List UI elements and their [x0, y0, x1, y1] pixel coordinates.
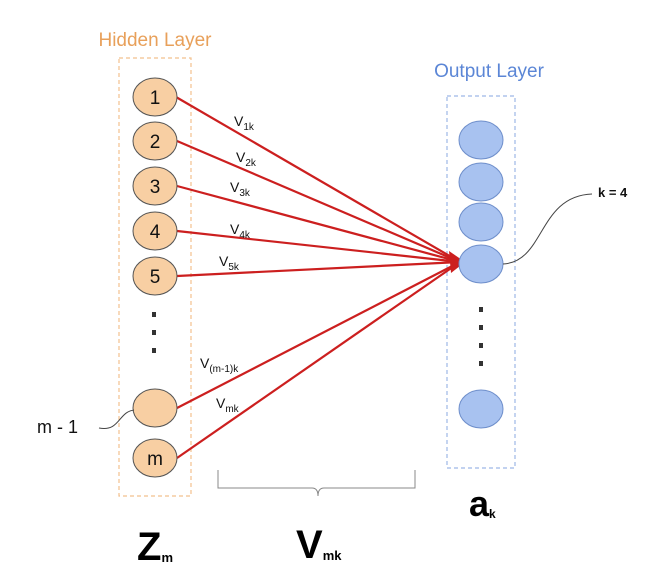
- hidden-layer-title: Hidden Layer: [98, 30, 212, 51]
- output-node-2: [458, 162, 504, 202]
- weight-label-3: V3k: [230, 179, 251, 199]
- bottom-brace: [217, 470, 416, 497]
- edge-3: [176, 184, 461, 264]
- output-nodes: [458, 120, 504, 429]
- output-node-4: [458, 244, 504, 284]
- hidden-node-4-label: 4: [150, 222, 161, 243]
- edge-4: [176, 229, 461, 264]
- hidden-nodes: 1 2 3 4 5 m: [132, 77, 178, 478]
- hidden-node-m: [132, 438, 178, 478]
- hidden-node-2-label: 2: [150, 132, 161, 153]
- hidden-node-1: [132, 77, 178, 117]
- z-m-label: Zm: [137, 525, 173, 569]
- v-mk-label: Vmk: [296, 523, 342, 567]
- weight-label-4: V4k: [230, 221, 251, 241]
- k-callout-leader: [502, 193, 593, 265]
- weight-label-1: V1k: [234, 113, 255, 133]
- output-node-last: [458, 389, 504, 429]
- hidden-node-2: [132, 121, 178, 161]
- hidden-node-m-minus-1: [132, 388, 178, 428]
- output-layer-title: Output Layer: [434, 61, 545, 82]
- hidden-node-4: [132, 211, 178, 251]
- a-k-label: ak: [469, 483, 496, 524]
- m-minus-1-label: m - 1: [37, 417, 78, 437]
- edge-m: [176, 261, 461, 459]
- hidden-node-5: [132, 256, 178, 296]
- hidden-layer-box: [118, 57, 192, 497]
- edge-5: [176, 260, 461, 278]
- hidden-node-1-label: 1: [150, 88, 161, 109]
- hidden-ellipsis: [152, 312, 156, 353]
- edges: [175, 96, 465, 459]
- edge-m-minus-1: [176, 261, 461, 409]
- weight-labels: V1k V2k V3k V4k V5k V(m-1)k Vmk: [200, 113, 257, 415]
- weight-label-5: V5k: [219, 253, 240, 273]
- output-ellipsis: [479, 307, 483, 366]
- output-node-3: [458, 202, 504, 242]
- weight-label-m: Vmk: [216, 395, 240, 415]
- output-node-1: [458, 120, 504, 160]
- hidden-node-5-label: 5: [150, 267, 161, 288]
- m-minus-1-leader: [98, 409, 135, 429]
- edge-2: [176, 139, 461, 264]
- k-label: k = 4: [598, 185, 628, 200]
- output-layer-box: [446, 95, 516, 469]
- edge-1: [175, 96, 461, 263]
- hidden-node-m-label: m: [147, 449, 163, 470]
- hidden-node-3-label: 3: [150, 177, 161, 198]
- arrowhead: [449, 251, 465, 273]
- hidden-node-3: [132, 166, 178, 206]
- weight-label-m-minus-1: V(m-1)k: [200, 355, 239, 375]
- weight-label-2: V2k: [236, 149, 257, 169]
